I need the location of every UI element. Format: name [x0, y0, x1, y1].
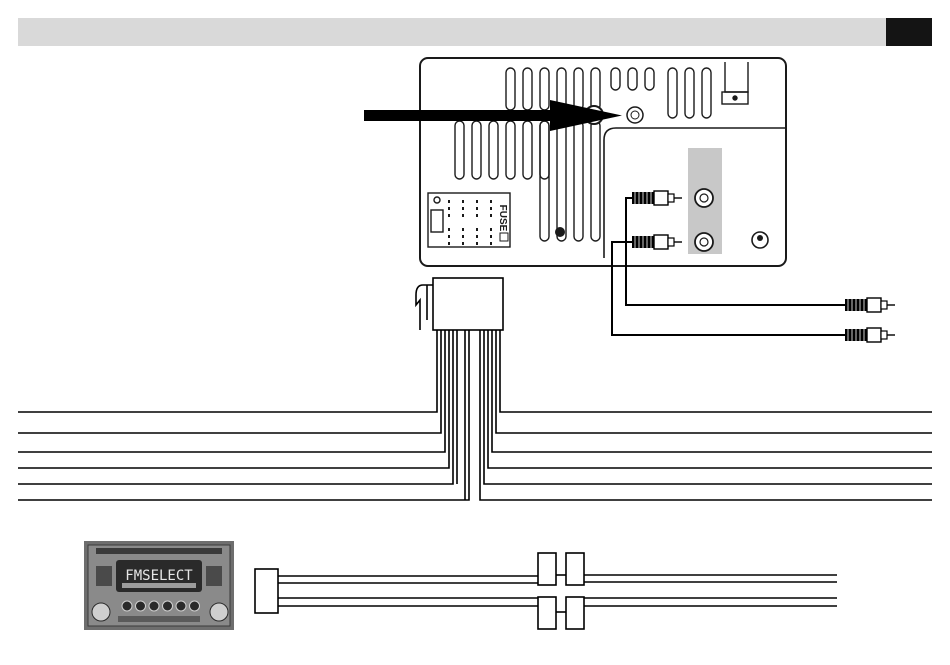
aux-jack-icon — [627, 107, 643, 123]
iso-pin — [490, 228, 492, 231]
unit-rear-panel: FUSE — [420, 58, 786, 266]
iso-pin — [448, 214, 450, 217]
rca-plug-icon — [845, 328, 895, 342]
iso-pin — [448, 228, 450, 231]
iso-pin — [490, 235, 492, 238]
fan-icon — [555, 227, 565, 237]
iso-pin — [448, 207, 450, 210]
iso-pin — [462, 235, 464, 238]
preset-button — [176, 601, 186, 611]
preset-button — [149, 601, 159, 611]
iso-plug — [416, 278, 503, 330]
rca-plug-collar — [867, 298, 881, 312]
iso-pin — [476, 200, 478, 203]
tune-knob — [210, 603, 228, 621]
header-bar — [18, 18, 932, 46]
preset-button — [122, 601, 132, 611]
iso-pin — [490, 200, 492, 203]
rca-plugs-ends — [845, 298, 895, 342]
harness-wire — [488, 330, 932, 468]
iso-pin — [462, 228, 464, 231]
iso-pin — [476, 214, 478, 217]
radio-display-text: FMSELECT — [125, 568, 193, 584]
iso-pin — [476, 207, 478, 210]
rca-plug-collar — [654, 235, 668, 249]
iso-pin — [462, 242, 464, 245]
rca-output-jack-icon — [695, 189, 713, 207]
preset-button — [163, 601, 173, 611]
harness-wire — [18, 330, 441, 433]
preset-button — [136, 601, 146, 611]
fuse-label: FUSE — [497, 205, 508, 232]
iso-pin — [490, 214, 492, 217]
harness-wire — [18, 330, 437, 412]
rca-plug-sleeve — [668, 238, 674, 246]
iso-pin — [490, 207, 492, 210]
radio-face: FMSELECT — [84, 541, 234, 630]
iso-pin — [462, 214, 464, 217]
preset-button — [190, 601, 200, 611]
rca-plug-icon — [845, 298, 895, 312]
ground-screw-icon — [757, 235, 763, 241]
harness-wire — [480, 330, 932, 500]
rca-output-jack-icon — [695, 233, 713, 251]
rca-plug-sleeve — [881, 301, 887, 309]
iso-pin — [476, 242, 478, 245]
adapter-cable — [255, 553, 837, 629]
radio-lower-strip — [118, 616, 200, 622]
iso-pin — [448, 200, 450, 203]
iso-pin — [462, 200, 464, 203]
iso-pin — [462, 207, 464, 210]
header-tab — [886, 18, 932, 46]
iso-pin — [448, 235, 450, 238]
rca-plug-sleeve — [668, 194, 674, 202]
iso-pin — [448, 242, 450, 245]
harness-wire — [484, 330, 932, 484]
iso-pin — [490, 242, 492, 245]
rca-plug-collar — [867, 328, 881, 342]
volume-knob — [92, 603, 110, 621]
harness-wire — [18, 330, 453, 484]
harness-wire — [18, 330, 469, 500]
iso-pin — [476, 235, 478, 238]
wire-harness — [18, 330, 932, 500]
rca-plug-sleeve — [881, 331, 887, 339]
harness-wire — [18, 330, 449, 468]
rca-plug-collar — [654, 191, 668, 205]
iso-pin — [476, 228, 478, 231]
harness-wire — [496, 330, 932, 433]
